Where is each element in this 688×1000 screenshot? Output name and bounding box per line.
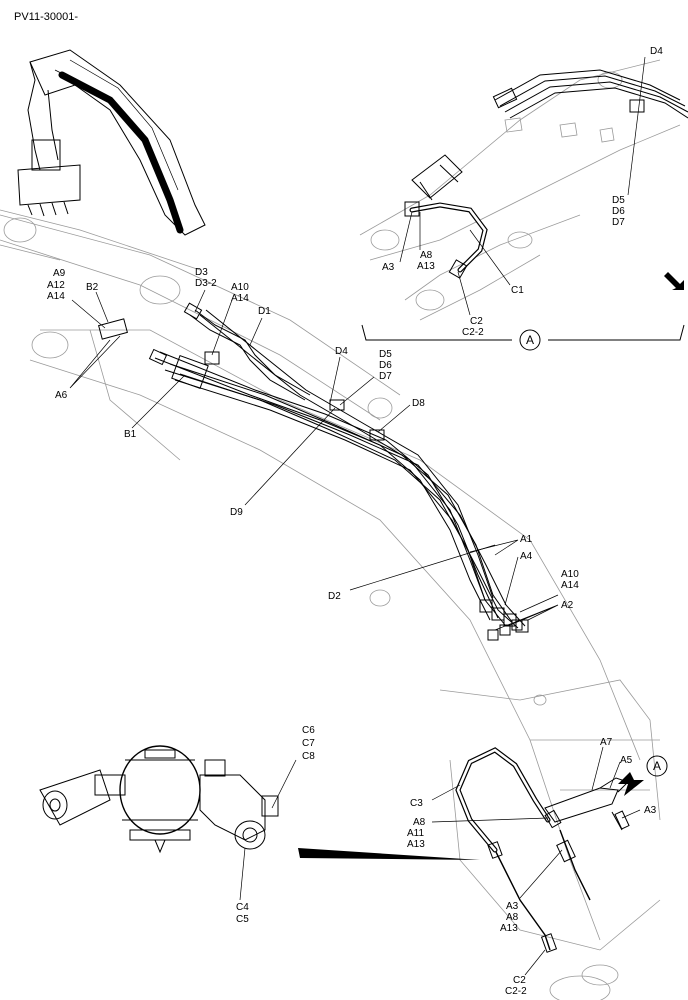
- label-c2-2-detail: C2-2: [462, 327, 484, 338]
- direction-arrow-icon: [664, 272, 684, 290]
- label-d5-detail: D5: [612, 195, 625, 206]
- label-b2: B2: [86, 282, 99, 293]
- label-a6: A6: [55, 390, 68, 401]
- label-c2-detail: C2: [470, 316, 483, 327]
- label-a4: A4: [520, 551, 533, 562]
- label-d9: D9: [230, 507, 243, 518]
- pointer-wedge: [298, 848, 480, 860]
- label-a14-upper: A14: [231, 293, 249, 304]
- detail-marker-a: [519, 329, 541, 351]
- label-a13-lower: A13: [500, 923, 518, 934]
- label-a8-lower: A8: [506, 912, 519, 923]
- label-a3-detail: A3: [382, 262, 395, 273]
- label-a14-lower: A14: [561, 580, 579, 591]
- label-d6-detail: D6: [612, 206, 625, 217]
- label-c8: C8: [302, 751, 315, 762]
- label-d3-2: D3-2: [195, 278, 217, 289]
- label-d1: D1: [258, 306, 271, 317]
- detail-view-a: [359, 59, 688, 321]
- label-d8: D8: [412, 398, 425, 409]
- label-b1: B1: [124, 429, 137, 440]
- callout-labels: A9 A12 A14 B2 A6 B1 D3 D3-2 A10 A14 D1 D…: [47, 46, 663, 997]
- label-d3: D3: [195, 267, 208, 278]
- label-a14: A14: [47, 291, 65, 302]
- label-a3-lower: A3: [506, 901, 519, 912]
- leader-lines: [69, 56, 646, 976]
- label-d5: D5: [379, 349, 392, 360]
- label-d6: D6: [379, 360, 392, 371]
- label-a13-detail: A13: [417, 261, 435, 272]
- label-d4: D4: [335, 346, 348, 357]
- view-arrow-icon: [618, 772, 644, 796]
- label-d4-detail: D4: [650, 46, 663, 57]
- label-c4: C4: [236, 902, 249, 913]
- label-a8-detail: A8: [420, 250, 433, 261]
- label-d2: D2: [328, 591, 341, 602]
- swivel-detail: [39, 745, 279, 854]
- detail-marker-a-label: A: [526, 333, 534, 347]
- label-a2: A2: [561, 600, 574, 611]
- label-d7-detail: D7: [612, 217, 625, 228]
- view-marker-a: [646, 755, 668, 777]
- label-a1: A1: [520, 534, 533, 545]
- label-c7: C7: [302, 738, 315, 749]
- label-d7: D7: [379, 371, 392, 382]
- label-c3: C3: [410, 798, 423, 809]
- label-a12: A12: [47, 280, 65, 291]
- hose-bundle: [98, 302, 529, 641]
- boom-structure: [0, 214, 661, 1000]
- detail-bracket: [361, 324, 685, 341]
- label-a11: A11: [407, 828, 424, 839]
- drawing-code: PV11-30001-: [14, 11, 78, 23]
- label-a5: A5: [620, 755, 633, 766]
- label-c1: C1: [511, 285, 524, 296]
- lower-hose-assembly: [455, 747, 630, 953]
- label-a7: A7: [600, 737, 613, 748]
- label-a10-lower: A10: [561, 569, 579, 580]
- machine-overview: [0, 49, 206, 271]
- label-a9: A9: [53, 268, 66, 279]
- label-c2-2: C2-2: [505, 986, 527, 997]
- label-a8: A8: [413, 817, 426, 828]
- label-a10: A10: [231, 282, 249, 293]
- view-marker-a-label: A: [653, 759, 661, 773]
- label-c2: C2: [513, 975, 526, 986]
- label-a3-right: A3: [644, 805, 657, 816]
- label-a13: A13: [407, 839, 425, 850]
- label-c6: C6: [302, 725, 315, 736]
- label-c5: C5: [236, 914, 249, 925]
